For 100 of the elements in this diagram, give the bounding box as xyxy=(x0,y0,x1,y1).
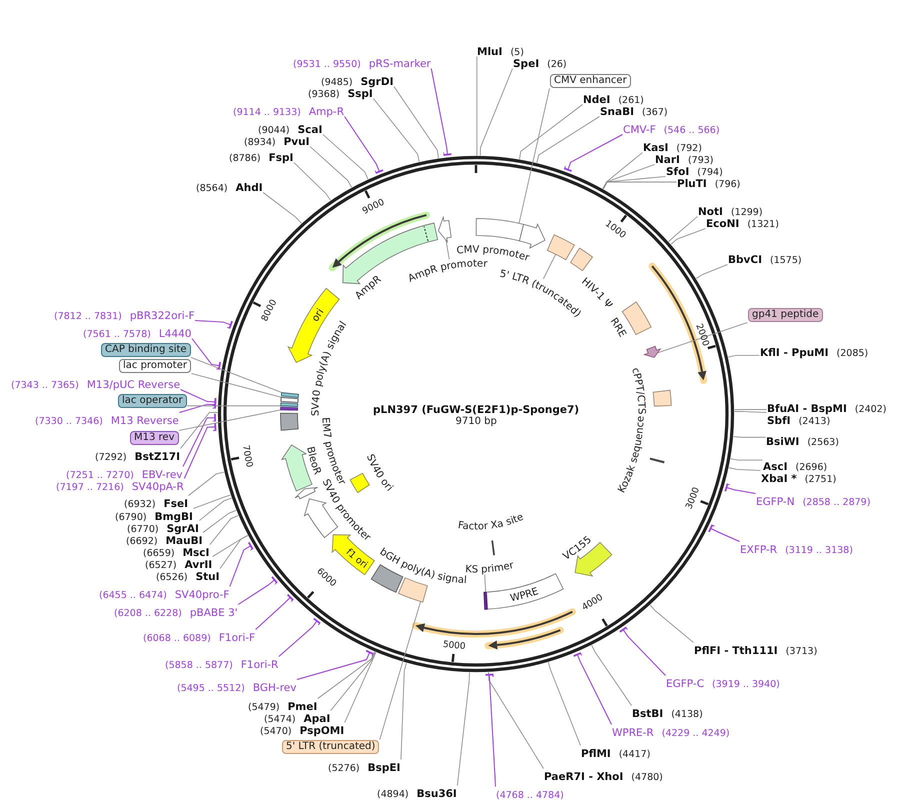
cut-position: (793) xyxy=(688,155,714,166)
leader-line xyxy=(238,576,278,605)
cut-position: (9044) xyxy=(258,125,290,136)
enzyme-name: FseI xyxy=(164,498,188,510)
primer-position: (7197 .. 7216) xyxy=(56,482,124,493)
cut-position: (5474) xyxy=(264,714,296,725)
enzyme-name: KflI - PpuMI xyxy=(760,347,829,359)
enzyme-name: PluTI xyxy=(677,178,707,190)
leader-line xyxy=(650,604,694,643)
leader-line xyxy=(310,146,352,188)
leader-line xyxy=(591,644,632,706)
cut-position: (8786) xyxy=(229,153,261,164)
leader-line xyxy=(484,574,486,593)
primer-name: CMV-F xyxy=(623,124,656,136)
enzyme-name: BmgBI xyxy=(154,511,193,523)
feature-label: WPRE xyxy=(509,586,540,604)
feature-box xyxy=(486,573,564,610)
enzyme-name: SbfI xyxy=(767,415,791,427)
enzyme-name: NarI xyxy=(655,154,680,166)
cut-position: (2085) xyxy=(836,348,868,359)
leader-line xyxy=(602,176,666,190)
cut-position: (2696) xyxy=(796,462,828,473)
enzyme-name: PaeR7I - XhoI xyxy=(544,771,624,783)
cut-position: (2413) xyxy=(798,416,830,427)
cut-position: (4417) xyxy=(618,749,650,760)
feature-tag: 5' LTR (truncated) xyxy=(282,740,380,754)
enzyme-name: EcoNI xyxy=(706,218,740,230)
enzyme-name: BbvCI xyxy=(728,254,762,266)
primer-name: WPRE-R xyxy=(612,727,654,739)
leader-line xyxy=(379,601,421,740)
cut-position: (5470) xyxy=(260,726,292,737)
enzyme-name: XbaI * xyxy=(761,473,797,485)
enzyme-name: PflFI - Tth111I xyxy=(694,645,778,657)
enzyme-name: SspI xyxy=(348,88,373,100)
primer-position: (3919 .. 3940) xyxy=(712,679,780,690)
cut-position: (5276) xyxy=(328,763,360,774)
leader-line xyxy=(178,410,281,431)
cut-position: (7292) xyxy=(95,452,127,463)
leader-line xyxy=(430,68,452,156)
primer-position: (6208 .. 6228) xyxy=(114,608,182,619)
plasmid-name: pLN397 (FuGW-S(E2F1)p-Sponge7) xyxy=(373,404,580,416)
primer-position: (9114 .. 9133) xyxy=(233,107,301,118)
cut-position: (792) xyxy=(676,143,702,154)
leader-line xyxy=(210,515,239,545)
site-mark xyxy=(650,458,664,464)
primer-position: (9531 .. 9550) xyxy=(293,59,361,70)
feature-block xyxy=(519,224,546,248)
cut-position: (8934) xyxy=(244,137,276,148)
feature-label: Factor Xa site xyxy=(457,512,526,533)
leader-line xyxy=(344,652,376,723)
feature-block xyxy=(438,216,452,242)
feature-tag: M13 rev xyxy=(130,431,178,445)
cut-position: (5) xyxy=(510,47,524,58)
leader-line xyxy=(191,373,282,398)
leader-line xyxy=(191,338,222,371)
primer-position: (7343 .. 7365) xyxy=(11,380,79,391)
primer-name: EBV-rev xyxy=(142,469,182,481)
enzyme-name: AhdI xyxy=(236,182,263,194)
cut-position: (261) xyxy=(618,95,644,106)
leader-line xyxy=(728,467,761,471)
leader-line xyxy=(262,192,302,224)
leader-line xyxy=(394,86,439,159)
leader-line xyxy=(330,652,376,711)
enzyme-name: PmeI xyxy=(288,701,318,713)
scale-label: 5000 xyxy=(442,640,466,652)
leader-line xyxy=(657,322,748,354)
site-mark xyxy=(491,540,495,556)
primer-name: pBR322ori-F xyxy=(130,310,195,322)
feature-label: KS primer xyxy=(465,560,515,576)
primer-name: EXFP-R xyxy=(740,544,778,556)
enzyme-name: AvrII xyxy=(184,559,212,571)
leader-line xyxy=(519,104,583,160)
enzyme-name: SpeI xyxy=(513,58,540,70)
cut-position: (8564) xyxy=(196,183,228,194)
feature-label: ori xyxy=(310,306,326,324)
cut-position: (794) xyxy=(697,167,723,178)
leader-line xyxy=(572,652,612,725)
primer-name: pBABE 3' xyxy=(190,607,238,619)
leader-line xyxy=(733,436,766,438)
primer-position: (5495 .. 5512) xyxy=(177,683,245,694)
enzyme-name: AscI xyxy=(763,461,788,473)
leader-line xyxy=(194,320,233,330)
primer-position: (7812 .. 7831) xyxy=(54,311,122,322)
primer-position: (6455 .. 6474) xyxy=(99,590,167,601)
enzyme-name: SgrAI xyxy=(166,523,199,535)
enzyme-name: BsiWI xyxy=(766,436,800,448)
enzyme-name: PflMI xyxy=(581,748,611,760)
cut-position: (9368) xyxy=(308,89,340,100)
leader-line xyxy=(456,672,470,786)
feature-box xyxy=(546,234,575,260)
primer-name: L4440 xyxy=(158,328,192,340)
primer-name: BGH-rev xyxy=(252,682,296,694)
scale-label: 9000 xyxy=(361,198,386,217)
leader-line xyxy=(602,152,643,190)
feature-tag: gp41 peptide xyxy=(748,308,823,322)
cut-position: (796) xyxy=(714,179,740,190)
primer-name: M13 Reverse xyxy=(110,415,179,427)
cut-position: (9485) xyxy=(321,77,353,88)
cut-position: (4894) xyxy=(377,789,409,800)
feature-block xyxy=(644,346,661,358)
